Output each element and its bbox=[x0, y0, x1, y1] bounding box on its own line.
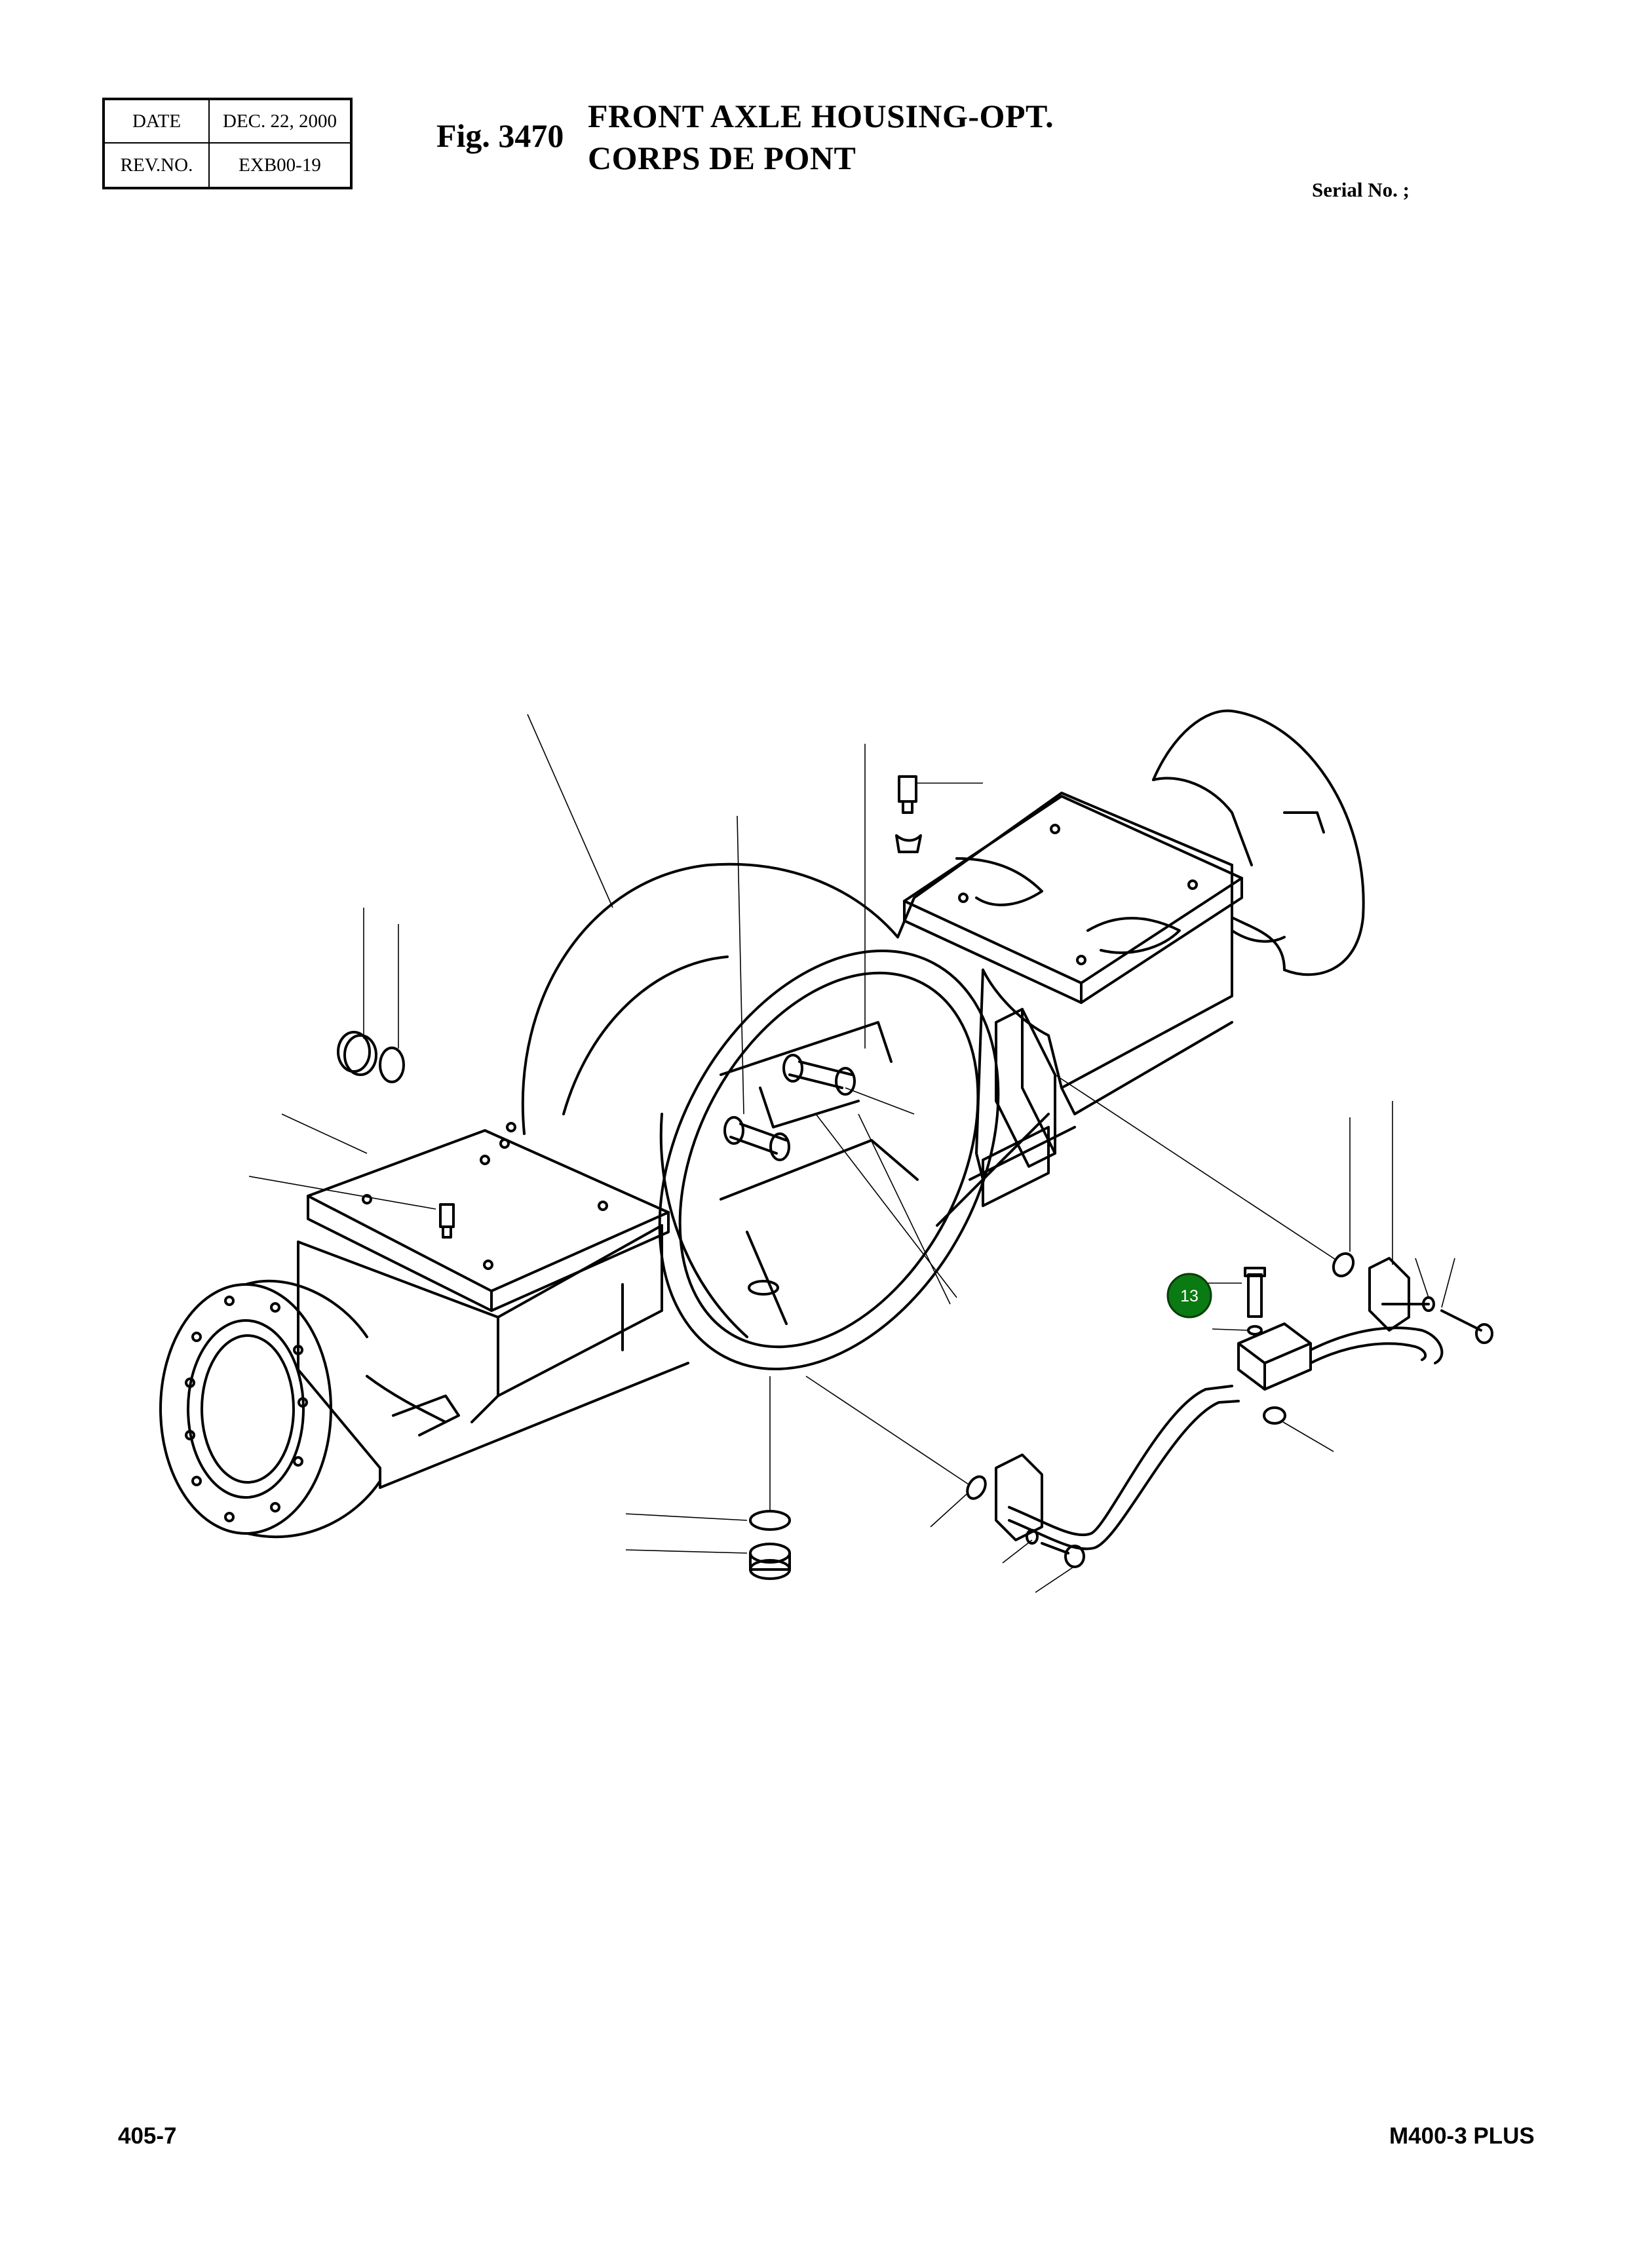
tube-assembly-part bbox=[995, 1257, 1444, 1550]
left-pad-part bbox=[307, 1122, 670, 1312]
figure-number: Fig. 3470 bbox=[436, 117, 564, 154]
rev-label: REV.NO. bbox=[105, 144, 210, 187]
figure-title-french: CORPS DE PONT bbox=[588, 140, 856, 176]
banjo-housing-part bbox=[521, 862, 899, 1135]
page-number: 405-7 bbox=[118, 2123, 177, 2149]
model-name: M400-3 PLUS bbox=[1389, 2123, 1535, 2149]
figure-title-english: FRONT AXLE HOUSING-OPT. bbox=[588, 98, 1054, 134]
right-arm-part bbox=[896, 792, 1233, 1227]
tube-bolts-part bbox=[1026, 1267, 1493, 1568]
right-pad-part bbox=[903, 795, 1243, 1004]
serial-number: Serial No. ; bbox=[1312, 178, 1410, 201]
bottom-plug-part bbox=[749, 1510, 791, 1580]
studs-part bbox=[723, 1054, 856, 1161]
center-ring-part bbox=[658, 949, 1000, 1371]
left-flange-part bbox=[159, 1279, 381, 1539]
leader-lines bbox=[248, 714, 1455, 1593]
right-flange-part bbox=[1152, 709, 1365, 976]
rev-value: EXB00-19 bbox=[239, 154, 321, 176]
left-plug-part bbox=[337, 1031, 405, 1083]
pad-fitting-part bbox=[439, 1203, 455, 1239]
date-label: DATE bbox=[105, 100, 210, 144]
callout-13-label: 13 bbox=[1180, 1287, 1199, 1305]
side-plate-part bbox=[982, 1008, 1056, 1207]
revision-table: DATE DEC. 22, 2000 REV.NO. EXB00-19 bbox=[102, 98, 353, 189]
o-rings-part bbox=[966, 1252, 1355, 1500]
top-breather-part bbox=[895, 775, 922, 853]
date-value: DEC. 22, 2000 bbox=[210, 100, 350, 144]
callout-13[interactable]: 13 bbox=[1166, 1273, 1212, 1319]
